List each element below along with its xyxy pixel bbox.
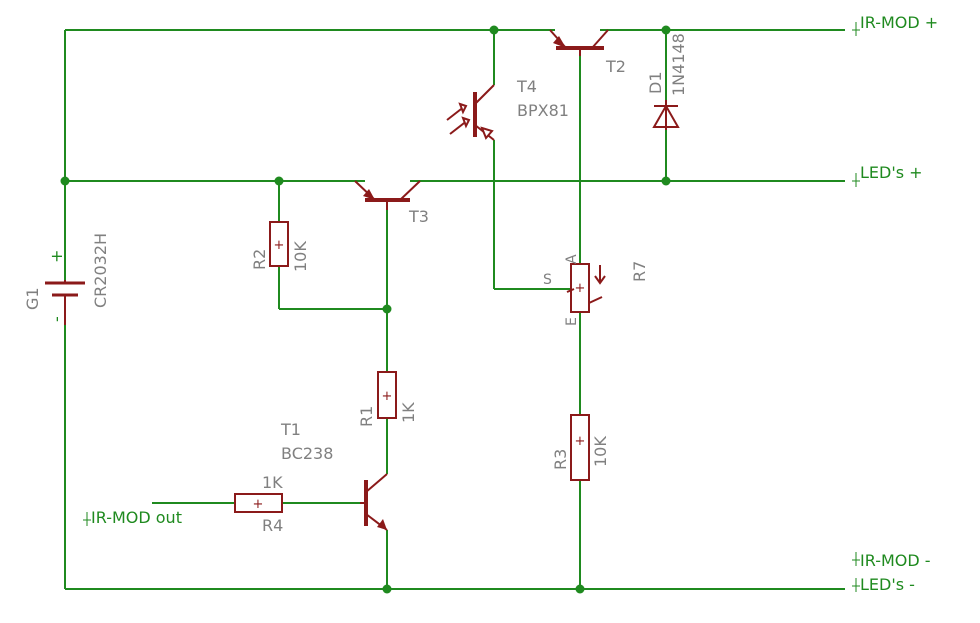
t1-name-label: T1	[280, 420, 301, 439]
g1-neg-mark: -	[47, 316, 66, 322]
junctions	[60, 25, 671, 594]
svg-text:+: +	[382, 389, 393, 404]
net-label-ticks	[83, 22, 860, 592]
junction-dot	[575, 584, 585, 594]
resistor-r3: +	[570, 414, 590, 481]
transistor-t1	[360, 473, 388, 531]
g1-name-label: G1	[23, 287, 42, 310]
wires	[64, 29, 845, 590]
t2-name-label: T2	[605, 57, 626, 76]
junction-dot	[489, 25, 499, 35]
resistor-r4: +	[234, 493, 283, 513]
junction-dot	[274, 176, 284, 186]
t4-name-label: T4	[516, 77, 537, 96]
net-label-leds-minus: LED's -	[860, 575, 915, 594]
svg-text:+: +	[575, 281, 586, 296]
junction-dot	[661, 25, 671, 35]
g1-pos-mark: +	[47, 250, 66, 263]
r3-value-label: 10K	[591, 436, 610, 467]
r7-pin-a-label: A	[564, 254, 580, 264]
r4-value-label: 1K	[262, 473, 283, 492]
r7-name-label: R7	[630, 261, 649, 282]
potentiometer-r7: +	[566, 263, 606, 313]
junction-dot	[661, 176, 671, 186]
resistor-r2: +	[269, 221, 289, 267]
r1-name-label: R1	[357, 406, 376, 427]
d1-name-label: D1	[646, 72, 665, 95]
net-label-ir-mod-out: IR-MOD out	[91, 508, 182, 527]
diode-d1	[652, 100, 680, 130]
transistor-t2	[549, 29, 609, 56]
net-label-ir-mod-plus: IR-MOD +	[860, 13, 938, 32]
junction-dot	[60, 176, 70, 186]
svg-text:+: +	[274, 238, 285, 253]
transistor-t3	[354, 180, 421, 210]
net-label-ir-mod-minus: IR-MOD -	[860, 551, 931, 570]
r2-name-label: R2	[250, 249, 269, 270]
d1-value-label: 1N4148	[669, 33, 688, 96]
junction-dot	[382, 304, 392, 314]
svg-text:+: +	[575, 434, 586, 449]
r1-value-label: 1K	[399, 402, 418, 423]
phototransistor-t4	[446, 84, 495, 141]
junction-dot	[382, 584, 392, 594]
r4-name-label: R4	[262, 516, 283, 535]
g1-value-label: CR2032H	[91, 233, 110, 308]
r2-value-label: 10K	[291, 241, 310, 272]
r3-name-label: R3	[551, 449, 570, 470]
net-label-leds-plus: LED's +	[860, 163, 923, 182]
battery-g1	[45, 280, 85, 325]
r7-pin-e-label: E	[564, 317, 580, 326]
t3-name-label: T3	[408, 207, 429, 226]
r7-pin-s-label: S	[543, 272, 552, 288]
svg-text:+: +	[253, 497, 264, 512]
t1-value-label: BC238	[281, 444, 333, 463]
t4-value-label: BPX81	[517, 101, 569, 120]
resistor-r1: +	[377, 371, 397, 419]
